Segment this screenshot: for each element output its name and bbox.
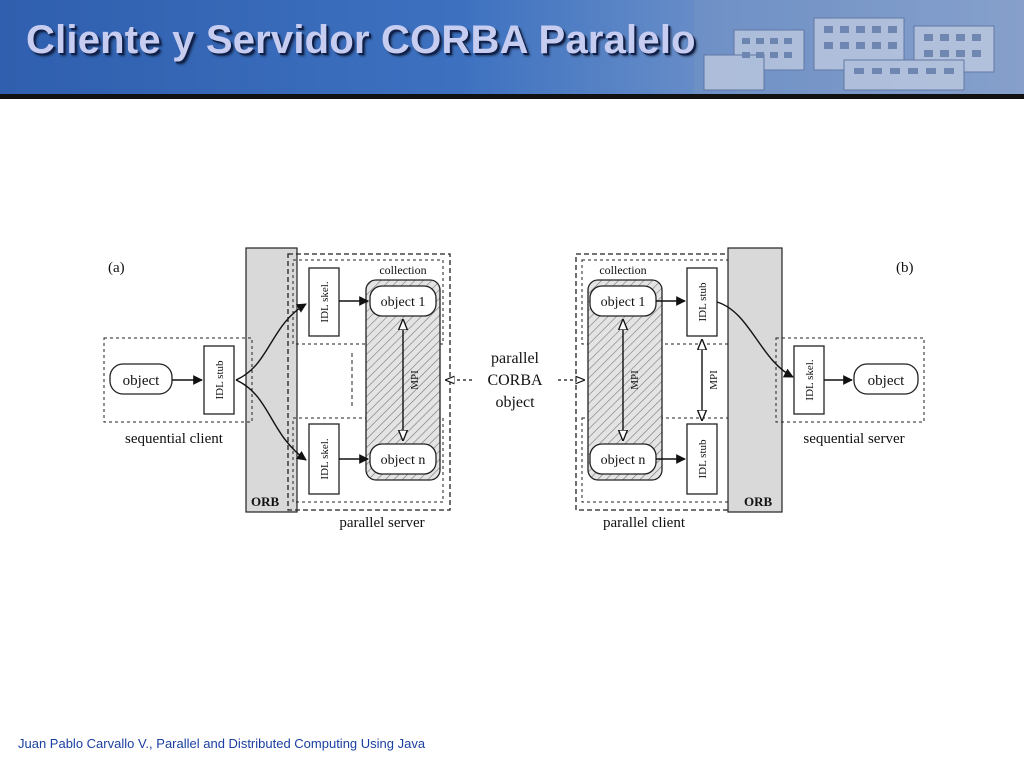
idl-skel-box-b [793, 345, 825, 415]
object1-label-b: object 1 [601, 295, 646, 310]
campus-buildings-image [694, 0, 1024, 94]
client-object-label: object [123, 373, 160, 389]
sequential-client-box [103, 337, 253, 423]
slide-title: Cliente y Servidor CORBA Paralelo [26, 18, 696, 62]
idl-stub-box-b-top [686, 267, 718, 337]
mpi-label-a: MPI [409, 370, 421, 390]
client-object-node [109, 363, 173, 395]
objectn-node-a [369, 443, 437, 475]
parallel-corba-label-line3: object [495, 394, 535, 411]
parallel-client-caption: parallel client [603, 515, 686, 531]
orb-label-b: ORB [744, 494, 773, 509]
idl-skel-box-a-bottom [308, 423, 340, 495]
sequential-server-caption: sequential server [803, 431, 904, 447]
stub-to-top-skel-arrow [235, 303, 307, 381]
collection-label-b: collection [599, 263, 646, 277]
parallel-corba-diagram: (a) ORB object IDL stub sequential clien… [103, 247, 925, 531]
title-divider [0, 94, 1024, 99]
orb-label-a: ORB [251, 494, 280, 509]
server-object-node [853, 363, 919, 395]
parallel-server-caption: parallel server [339, 515, 424, 531]
object1-node-a [369, 285, 437, 317]
idl-skel-label-b: IDL skel. [804, 359, 816, 400]
sequential-server-box [775, 337, 925, 423]
stub-to-bottom-skel-arrow [235, 379, 307, 461]
orb-bar-b [727, 247, 783, 513]
objectn-label-a: object n [381, 453, 426, 468]
objectn-label-b: object n [601, 453, 646, 468]
title-banner: Cliente y Servidor CORBA Paralelo [0, 0, 1024, 94]
mpi-label-b-left: MPI [629, 370, 641, 390]
panel-b-label: (b) [896, 260, 914, 276]
parallel-corba-label-line2: CORBA [487, 372, 543, 389]
idl-skel-label-a-top: IDL skel. [319, 281, 331, 322]
orb-bar-a [245, 247, 298, 513]
collection-label-a: collection [379, 263, 426, 277]
idl-stub-box-b-bottom [686, 423, 718, 495]
idl-skel-box-a-top [308, 267, 340, 337]
mpi-label-b-right: MPI [708, 370, 720, 390]
idl-stub-label-b-top: IDL stub [697, 282, 709, 322]
idl-stub-label-b-bottom: IDL stub [697, 439, 709, 479]
stub-to-skel-arrow-b [716, 301, 794, 378]
idl-stub-label-a: IDL stub [214, 360, 226, 400]
idl-stub-box-a [203, 345, 235, 415]
panel-a-label: (a) [108, 260, 125, 276]
server-object-label: object [868, 373, 905, 389]
parallel-corba-label-line1: parallel [491, 350, 540, 367]
sequential-client-caption: sequential client [125, 431, 224, 447]
object1-label-a: object 1 [381, 295, 426, 310]
idl-skel-label-a-bottom: IDL skel. [319, 438, 331, 479]
slide-footer: Juan Pablo Carvallo V., Parallel and Dis… [18, 736, 426, 751]
